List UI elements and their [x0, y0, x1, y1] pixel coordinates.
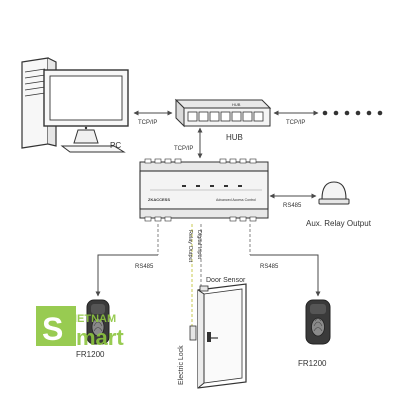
aux-relay-label: Aux. Relay Output: [306, 219, 372, 228]
access-controller-icon: [139, 158, 269, 222]
relay-output-label: Relay Output: [187, 230, 193, 263]
ellipsis-icon: [322, 110, 383, 116]
watermark-line1: IETNAM: [74, 313, 116, 325]
rs485-right-label: RS485: [260, 264, 279, 270]
door-sensor-label: Door Sensor: [206, 277, 246, 284]
reader-left-link: [95, 254, 158, 297]
hub-label: HUB: [226, 133, 243, 142]
tcpip-down-label: TCP/IP: [174, 146, 193, 152]
pc-icon: [21, 57, 129, 153]
hub-brand: HUB: [232, 102, 241, 107]
tcpip-left-label: TCP/IP: [138, 120, 157, 126]
door-icon: [189, 283, 247, 389]
electric-lock-icon: [189, 325, 197, 341]
watermark-initial: S: [42, 311, 63, 347]
fingerprint-reader-right-icon: [305, 299, 331, 345]
reader-left-label: FR1200: [76, 350, 105, 359]
dome-light-icon: [318, 181, 350, 205]
rs485-aux-label: RS485: [283, 203, 302, 209]
hub-icon: [174, 98, 272, 128]
vietnam-smart-watermark: S IETNAM mart: [36, 306, 124, 350]
reader-right-label: FR1200: [298, 359, 327, 368]
tcpip-right-label: TCP/IP: [286, 120, 305, 126]
rs485-left-label: RS485: [135, 264, 154, 270]
controller-model: Advanced Access Control: [216, 198, 256, 202]
controller-brand: ZKACCESS: [148, 197, 170, 202]
door-sensor-icon: [199, 285, 209, 292]
electric-lock-label: Electric Lock: [178, 345, 185, 385]
watermark-line2: mart: [76, 325, 124, 350]
pc-label: PC: [110, 141, 121, 150]
digital-input-label: Digital Input: [196, 230, 202, 260]
fingerprint-reader-left-icon: [86, 299, 110, 345]
reader-right-link: [250, 254, 321, 297]
